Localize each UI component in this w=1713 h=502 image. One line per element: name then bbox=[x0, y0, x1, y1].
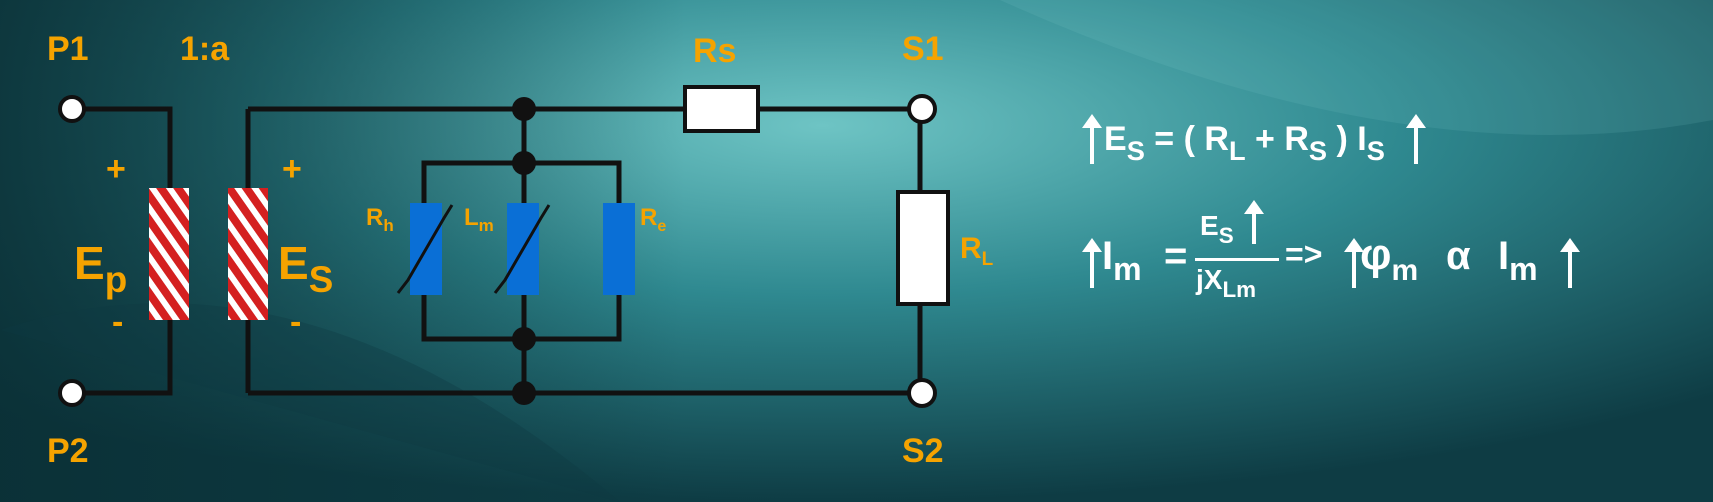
s2-label: S2 bbox=[902, 432, 944, 470]
up-arrow-icon bbox=[1082, 238, 1102, 288]
secondary-minus: - bbox=[290, 303, 302, 341]
up-arrow-icon bbox=[1560, 238, 1580, 288]
rl-label: RL bbox=[960, 232, 994, 270]
up-arrow-icon bbox=[1244, 200, 1264, 244]
p2-terminal bbox=[58, 379, 86, 407]
im-symbol-2: Im bbox=[1498, 234, 1538, 288]
fraction-bar bbox=[1195, 258, 1279, 261]
primary-plus: + bbox=[106, 150, 126, 188]
lm-label: Lm bbox=[464, 204, 494, 235]
primary-minus: - bbox=[112, 303, 124, 341]
es-label: ES bbox=[278, 237, 334, 300]
implies-sign: => bbox=[1285, 236, 1323, 272]
rs-resistor-icon bbox=[683, 85, 760, 133]
s2-terminal bbox=[907, 378, 937, 408]
alpha-symbol: α bbox=[1446, 234, 1471, 278]
s1-label: S1 bbox=[902, 30, 944, 68]
fraction-numerator: ES bbox=[1200, 210, 1234, 248]
primary-coil-icon bbox=[149, 188, 189, 320]
p1-terminal bbox=[58, 95, 86, 123]
up-arrow-icon bbox=[1082, 114, 1102, 164]
equation-im: Im = ES jXLm => φm α Im bbox=[1080, 200, 1640, 310]
rl-resistor-icon bbox=[896, 190, 950, 306]
junctions bbox=[512, 97, 536, 405]
p1-label: P1 bbox=[47, 30, 89, 68]
up-arrow-icon bbox=[1406, 114, 1427, 164]
re-resistor-icon bbox=[603, 203, 635, 295]
p2-label: P2 bbox=[47, 432, 89, 470]
im-symbol: Im bbox=[1102, 234, 1142, 288]
ratio-label: 1:a bbox=[180, 30, 230, 68]
s1-terminal bbox=[907, 94, 937, 124]
rs-label: Rs bbox=[693, 32, 737, 70]
secondary-plus: + bbox=[282, 150, 302, 188]
re-label: Re bbox=[640, 204, 667, 235]
up-arrow-icon bbox=[1344, 238, 1364, 288]
equation-es: ES = ( RL + RS ) IS bbox=[1080, 114, 1428, 166]
equals-sign: = bbox=[1164, 234, 1188, 278]
secondary-coil-icon bbox=[228, 188, 268, 320]
ep-label: Ep bbox=[74, 237, 128, 300]
terminals bbox=[58, 94, 937, 408]
fraction-denominator: jXLm bbox=[1196, 264, 1257, 302]
phi-symbol: φm bbox=[1360, 230, 1419, 287]
rh-resistor-icon bbox=[396, 203, 454, 295]
lm-inductor-icon bbox=[493, 203, 551, 295]
rh-label: Rh bbox=[366, 204, 394, 235]
